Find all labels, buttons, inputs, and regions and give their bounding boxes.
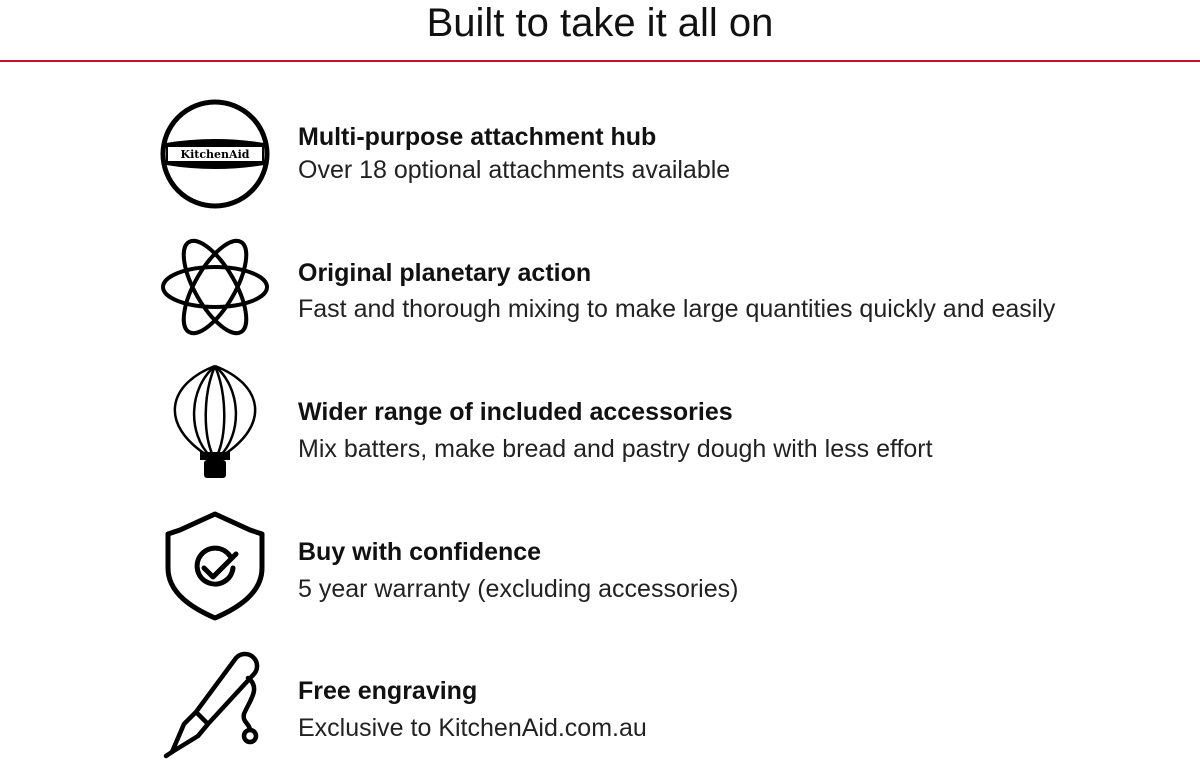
feature-title: Buy with confidence xyxy=(298,538,542,566)
feature-title: Multi-purpose attachment hub xyxy=(298,123,657,151)
feature-title: Original planetary action xyxy=(298,259,592,287)
feature-item: Wider range of included accessories Mix … xyxy=(0,364,1200,494)
feature-item: Free engraving Exclusive to KitchenAid.c… xyxy=(0,648,1200,778)
feature-title: Free engraving xyxy=(298,677,478,705)
planetary-action-icon xyxy=(158,230,272,344)
whisk-icon xyxy=(158,364,272,478)
feature-subtitle: Over 18 optional attachments available xyxy=(298,156,731,184)
svg-text:KitchenAid: KitchenAid xyxy=(181,148,250,161)
feature-item: KitchenAid Multi-purpose attachment hub … xyxy=(0,97,1200,227)
feature-subtitle: Fast and thorough mixing to make large q… xyxy=(298,295,1056,323)
feature-subtitle: Exclusive to KitchenAid.com.au xyxy=(298,714,647,742)
page-title: Built to take it all on xyxy=(426,1,774,45)
kitchenaid-logo-icon: KitchenAid xyxy=(158,97,272,211)
shield-check-icon xyxy=(158,508,272,622)
feature-title: Wider range of included accessories xyxy=(298,398,733,426)
feature-item: Buy with confidence 5 year warranty (exc… xyxy=(0,508,1200,638)
engraving-pen-icon xyxy=(158,648,272,762)
feature-subtitle: Mix batters, make bread and pastry dough… xyxy=(298,435,933,463)
header-divider xyxy=(0,60,1200,62)
feature-subtitle: 5 year warranty (excluding accessories) xyxy=(298,575,739,603)
feature-item: Original planetary action Fast and thoro… xyxy=(0,230,1200,360)
